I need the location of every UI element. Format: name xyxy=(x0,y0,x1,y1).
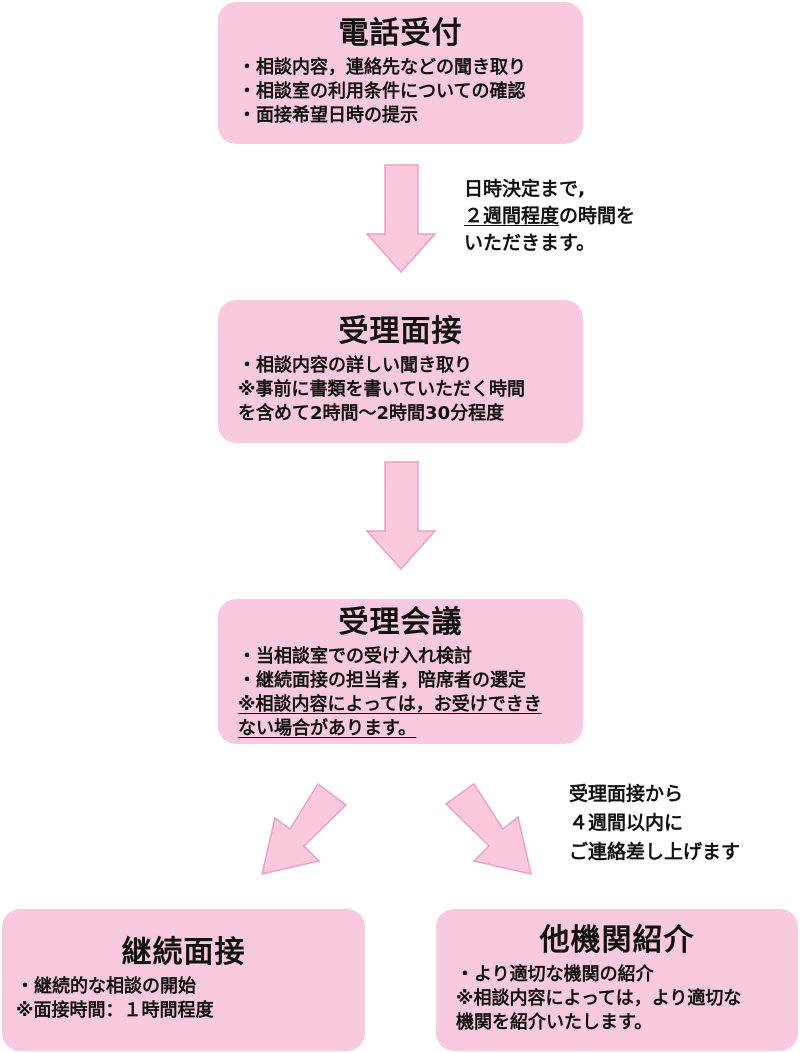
intake-interview-title: 受理面接 xyxy=(338,314,463,349)
intake-meeting-box: 受理会議 ・当相談室での受け入れ検討 ・継続面接の担当者，陪席者の選定 ※相談内… xyxy=(218,599,583,744)
intake-interview-line-2: ※事前に書類を書いていただく時間 xyxy=(238,379,525,400)
note-top-line-2-rest: の時間を xyxy=(559,205,636,227)
note-top-line-3: いただきます。 xyxy=(464,232,596,254)
arrow-meeting-to-referral xyxy=(444,782,532,875)
note-top-duration: ２週間程度 xyxy=(464,205,560,227)
note-bottom-line-3: ご連絡差し上げます xyxy=(569,841,741,863)
note-bottom-line-1: 受理面接から xyxy=(569,783,684,805)
continuing-interview-title: 継続面接 xyxy=(121,935,246,970)
intake-meeting-caution-1: ※相談内容によっては，お受けできき xyxy=(238,694,542,715)
intake-meeting-caution-2: ない場合があります。 xyxy=(238,718,417,739)
note-bottom-line-2: ４週間以内に xyxy=(569,812,684,834)
continuing-interview-line-2: ※面接時間：１時間程度 xyxy=(16,1000,214,1021)
note-top-line-2: ２週間程度の時間を xyxy=(464,203,635,230)
note-top-line-1: 日時決定まで, xyxy=(464,178,586,200)
intake-meeting-line-2: ・継続面接の担当者，陪席者の選定 xyxy=(238,670,526,691)
reception-line-1: ・相談内容，連絡先などの聞き取り xyxy=(238,57,526,78)
note-contact-period: 受理面接から ４週間以内に ご連絡差し上げます xyxy=(569,780,740,867)
intake-interview-line-1: ・相談内容の詳しい聞き取り xyxy=(238,355,472,376)
referral-line-1: ・より適切な機関の紹介 xyxy=(456,964,654,985)
reception-box: 電話受付 ・相談内容，連絡先などの聞き取り ・相談室の利用条件についての確認 ・… xyxy=(218,2,583,144)
referral-title: 他機関紹介 xyxy=(539,923,695,958)
continuing-interview-box: 継続面接 ・継続的な相談の開始 ※面接時間：１時間程度 xyxy=(2,909,365,1051)
referral-line-2: ※相談内容によっては，より適切な xyxy=(456,988,742,1009)
arrow-interview-to-meeting xyxy=(365,461,437,571)
reception-line-2: ・相談室の利用条件についての確認 xyxy=(238,81,526,102)
intake-interview-box: 受理面接 ・相談内容の詳しい聞き取り ※事前に書類を書いていただく時間 を含めて… xyxy=(218,300,583,443)
note-scheduling-time: 日時決定まで, ２週間程度の時間を いただきます。 xyxy=(464,176,635,257)
reception-title: 電話受付 xyxy=(338,16,463,51)
reception-line-3: ・面接希望日時の提示 xyxy=(238,105,418,126)
intake-meeting-title: 受理会議 xyxy=(338,605,463,640)
referral-box: 他機関紹介 ・より適切な機関の紹介 ※相談内容によっては，より適切な 機関を紹介… xyxy=(436,909,798,1051)
intake-meeting-line-1: ・当相談室での受け入れ検討 xyxy=(238,646,472,667)
arrow-meeting-to-continuing xyxy=(260,782,348,875)
referral-line-3: 機関を紹介いたします。 xyxy=(456,1012,653,1033)
intake-interview-line-3: を含めて2時間～2時間30分程度 xyxy=(238,403,505,424)
arrow-reception-to-interview xyxy=(365,164,437,274)
continuing-interview-line-1: ・継続的な相談の開始 xyxy=(16,976,196,997)
